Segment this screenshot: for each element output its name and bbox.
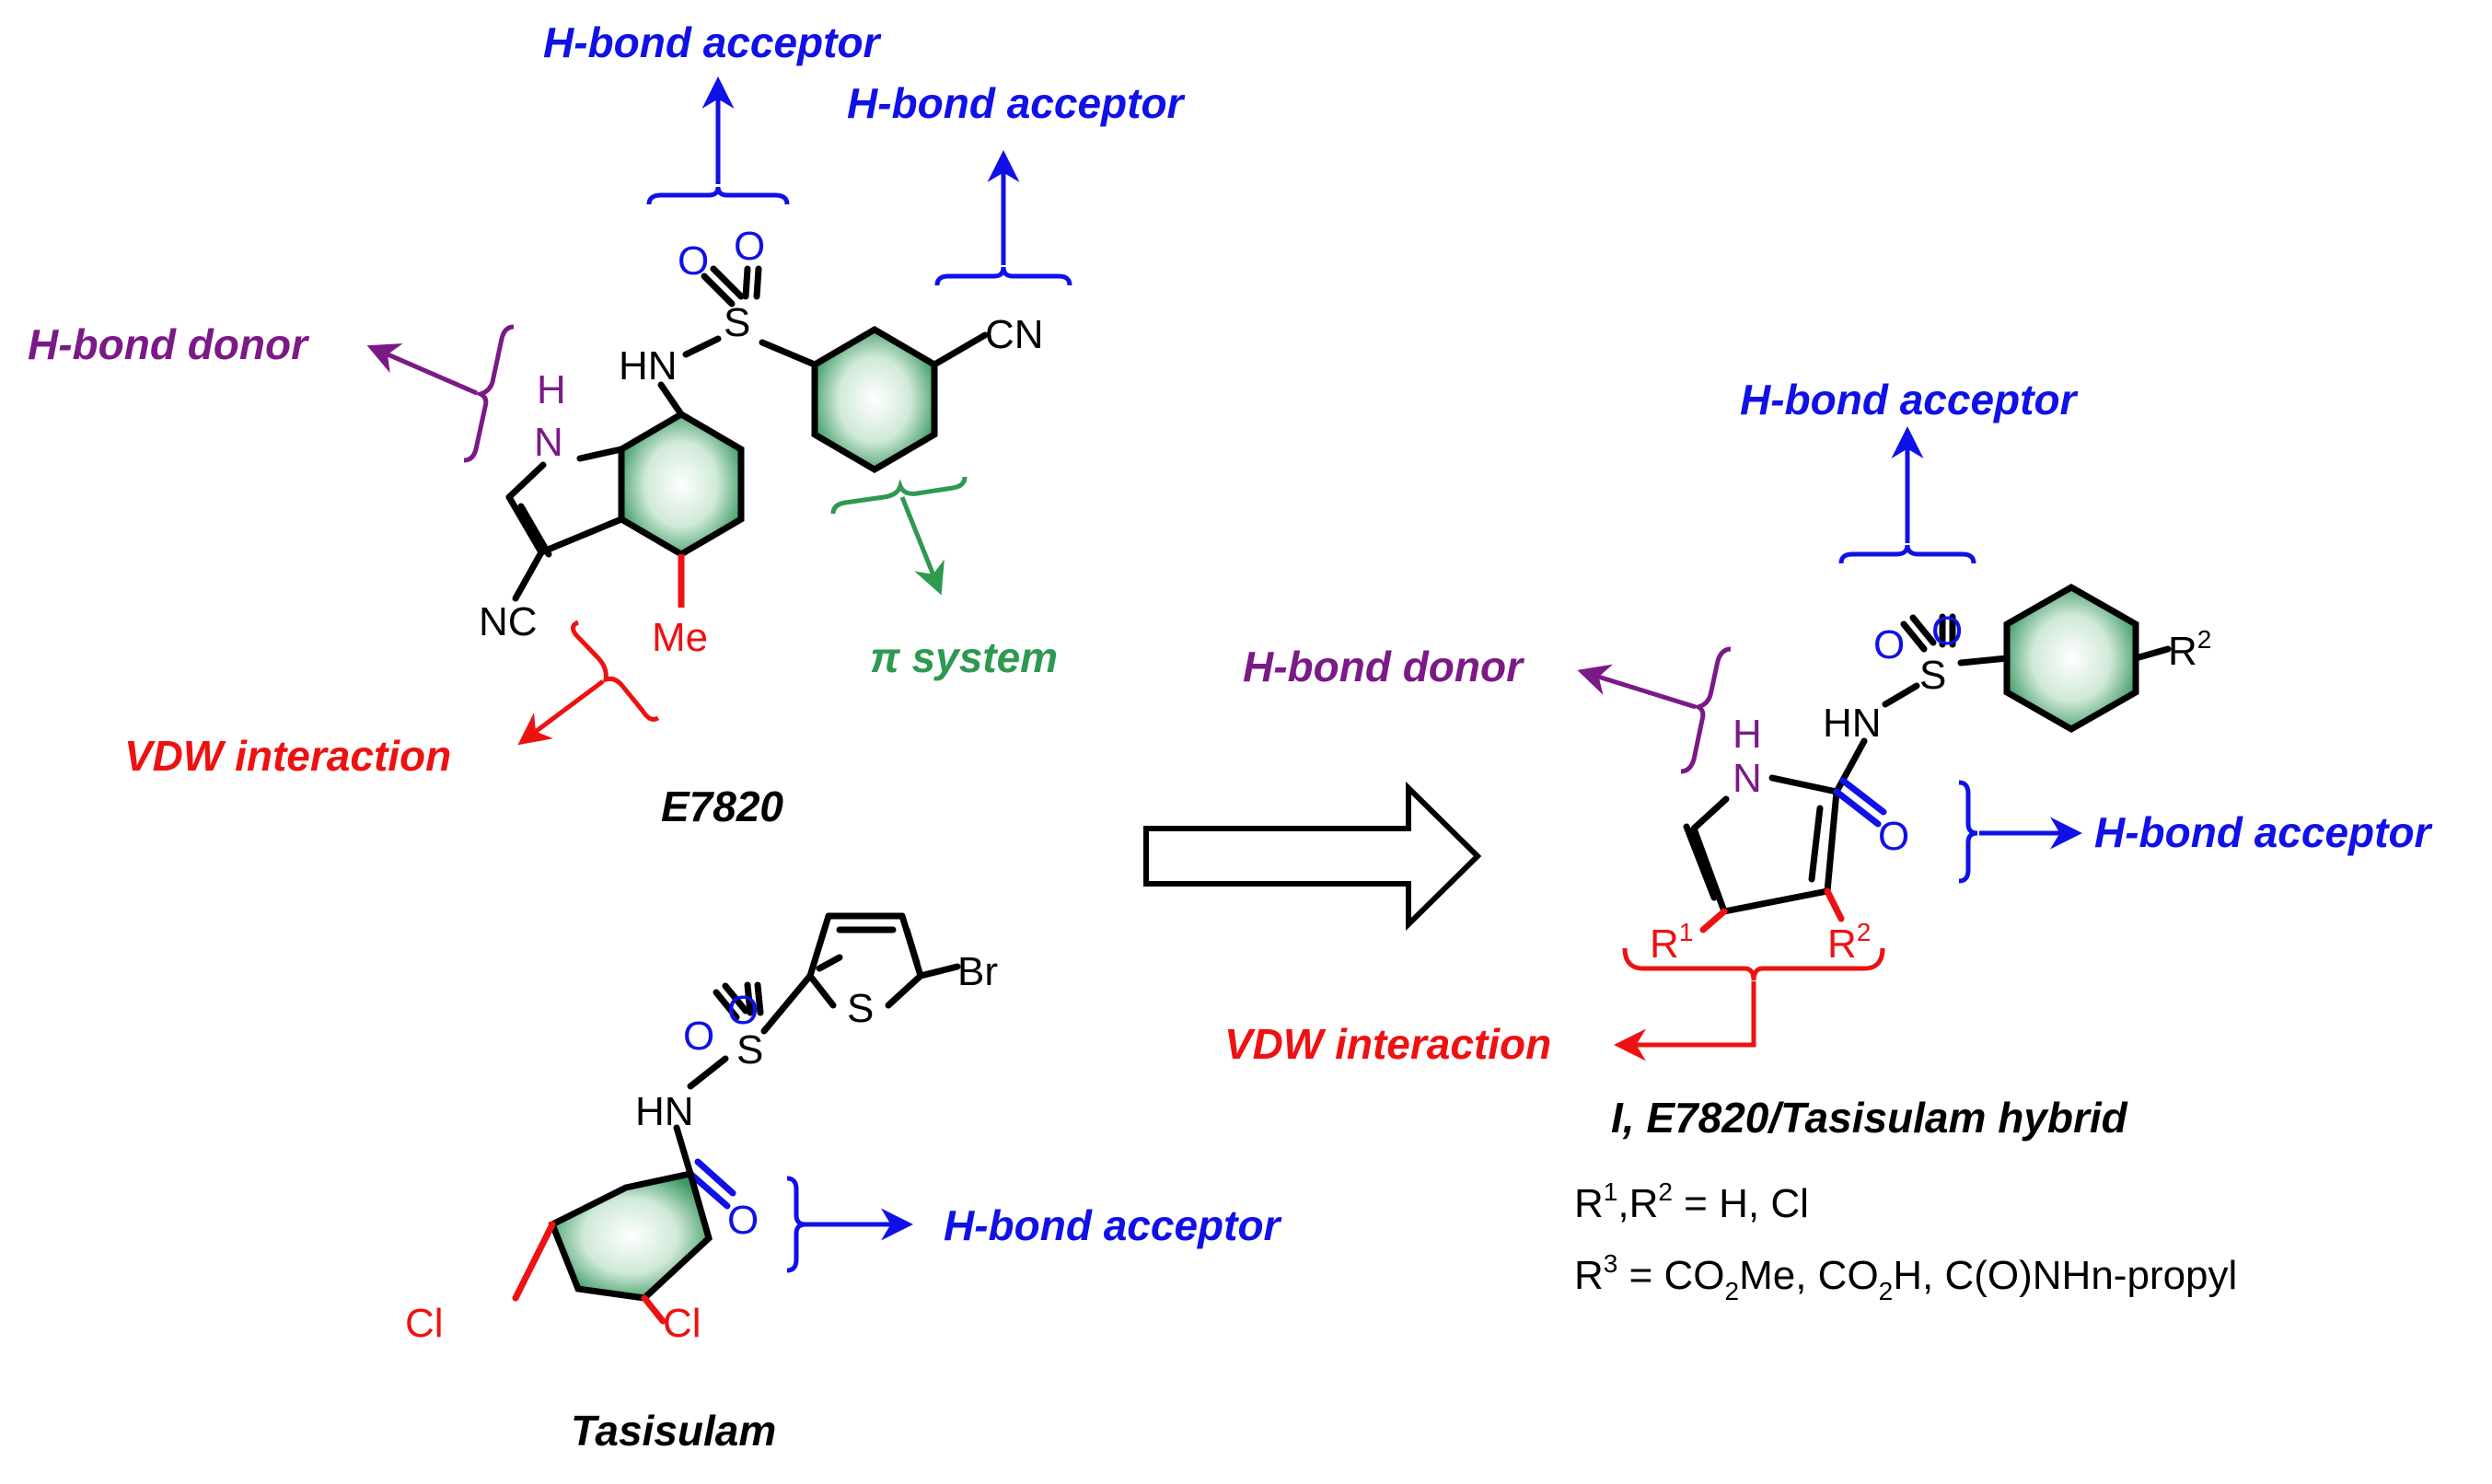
e7820-nh-side: HN xyxy=(619,343,678,388)
hybrid-nh: HN xyxy=(1823,701,1882,746)
substituent-line-1: R1,R2 = H, Cl xyxy=(1574,1177,1809,1226)
hybrid-name: I, E7820/Tasisulam hybrid xyxy=(1611,1094,2128,1142)
hybrid-vdw-arrow xyxy=(1614,981,1756,1061)
e7820-n-indole: N xyxy=(534,420,563,465)
tasisulam-atoms: O O S S Br HN O Cl Cl xyxy=(405,949,998,1346)
e7820-label-acceptor-right: H-bond acceptor xyxy=(847,79,1186,127)
hybrid-n-pyrrole: N xyxy=(1733,756,1762,801)
e7820-pi-bracket xyxy=(830,476,968,515)
hybrid-donor-arrow xyxy=(1577,664,1697,710)
tasisulam-label-acceptor: H-bond acceptor xyxy=(944,1201,1282,1249)
e7820-aryl-ring xyxy=(811,325,938,474)
hybrid-substituent-legend: R1,R2 = H, Cl R3 = CO2Me, CO2H, C(O)NHn-… xyxy=(1574,1177,2237,1305)
tasisulam-name: Tasisulam xyxy=(571,1407,776,1455)
e7820-cn-indole: NC xyxy=(479,599,538,644)
substituent-line-2: R3 = CO2Me, CO2H, C(O)NHn-propyl xyxy=(1574,1249,2237,1305)
hybrid-aryl-ring xyxy=(2003,583,2139,734)
e7820-label-pi: π system xyxy=(870,633,1058,681)
e7820-structure xyxy=(505,265,989,608)
tasisulam-o1: O xyxy=(683,1014,714,1059)
hybrid-h-pyrrole: H xyxy=(1733,712,1762,757)
hybrid-o2: O xyxy=(1931,609,1963,654)
tasisulam-labels: H-bond acceptor Tasisulam xyxy=(571,1201,1282,1455)
hybrid-annotations xyxy=(1577,426,2082,1061)
tasisulam-cl2: Cl xyxy=(663,1301,701,1346)
hybrid-vdw-bracket xyxy=(1622,947,1885,981)
tasisulam-structure xyxy=(512,912,961,1325)
e7820-o2: O xyxy=(734,224,765,269)
tasisulam-annotations xyxy=(786,1176,913,1273)
tasisulam-s: S xyxy=(736,1027,763,1072)
e7820-s: S xyxy=(724,300,750,345)
e7820-label-donor: H-bond donor xyxy=(28,320,309,368)
tasisulam-cl1: Cl xyxy=(405,1301,444,1346)
e7820-cn-aryl: CN xyxy=(985,312,1044,357)
e7820-vdw-bracket xyxy=(571,620,660,722)
hybrid-structure xyxy=(1683,583,2172,933)
tasisulam-s-ring: S xyxy=(847,986,874,1031)
hybrid-r1: R1 xyxy=(1650,918,1693,967)
tasisulam-o-carbonyl: O xyxy=(727,1198,759,1243)
tasisulam-dichlorophenyl-ring xyxy=(548,1169,713,1302)
hybrid-donor-bracket xyxy=(1680,646,1732,774)
tasisulam-o2: O xyxy=(727,988,759,1033)
transform-arrow xyxy=(1143,781,1482,932)
hybrid-acceptor-right-bracket xyxy=(1958,780,1978,884)
e7820-donor-arrow xyxy=(366,343,478,396)
hybrid-o1: O xyxy=(1873,622,1905,667)
hybrid-label-vdw: VDW interaction xyxy=(1224,1020,1551,1068)
e7820-acceptor-top-bracket xyxy=(646,186,790,205)
e7820-vdw-arrow xyxy=(517,678,605,746)
e7820-indole-benzene xyxy=(618,410,745,559)
e7820-labels: H-bond acceptor H-bond acceptor H-bond d… xyxy=(28,18,1186,830)
hybrid-label-acceptor-right: H-bond acceptor xyxy=(2094,808,2433,856)
e7820-h-indole: H xyxy=(537,367,566,412)
e7820-annotations xyxy=(366,76,1072,746)
hybrid-label-acceptor-top: H-bond acceptor xyxy=(1740,376,2079,423)
hybrid-o-carbonyl: O xyxy=(1878,814,1909,859)
e7820-me: Me xyxy=(652,615,708,660)
hybrid-label-donor: H-bond donor xyxy=(1243,643,1524,690)
hybrid-labels: H-bond acceptor H-bond acceptor H-bond d… xyxy=(1224,376,2433,1142)
e7820-label-acceptor-top: H-bond acceptor xyxy=(543,18,882,66)
hybrid-r2: R2 xyxy=(1827,918,1871,967)
e7820-name: E7820 xyxy=(661,783,783,830)
e7820-atoms: O O S HN CN H N NC Me xyxy=(479,224,1044,660)
tasisulam-nh: HN xyxy=(635,1089,694,1134)
e7820-label-vdw: VDW interaction xyxy=(124,732,451,780)
hybrid-atoms: O O S HN H N O R1 R2 R2 xyxy=(1650,609,2211,967)
e7820-acceptor-right-bracket xyxy=(934,266,1072,286)
tasisulam-br: Br xyxy=(957,949,998,994)
hybrid-s: S xyxy=(1919,653,1946,698)
hybrid-acceptor-top-bracket xyxy=(1838,544,1976,564)
e7820-pi-arrow xyxy=(899,496,945,596)
e7820-o1: O xyxy=(678,238,709,284)
e7820-donor-bracket xyxy=(463,324,515,463)
hybrid-r-aryl: R2 xyxy=(2168,625,2211,674)
